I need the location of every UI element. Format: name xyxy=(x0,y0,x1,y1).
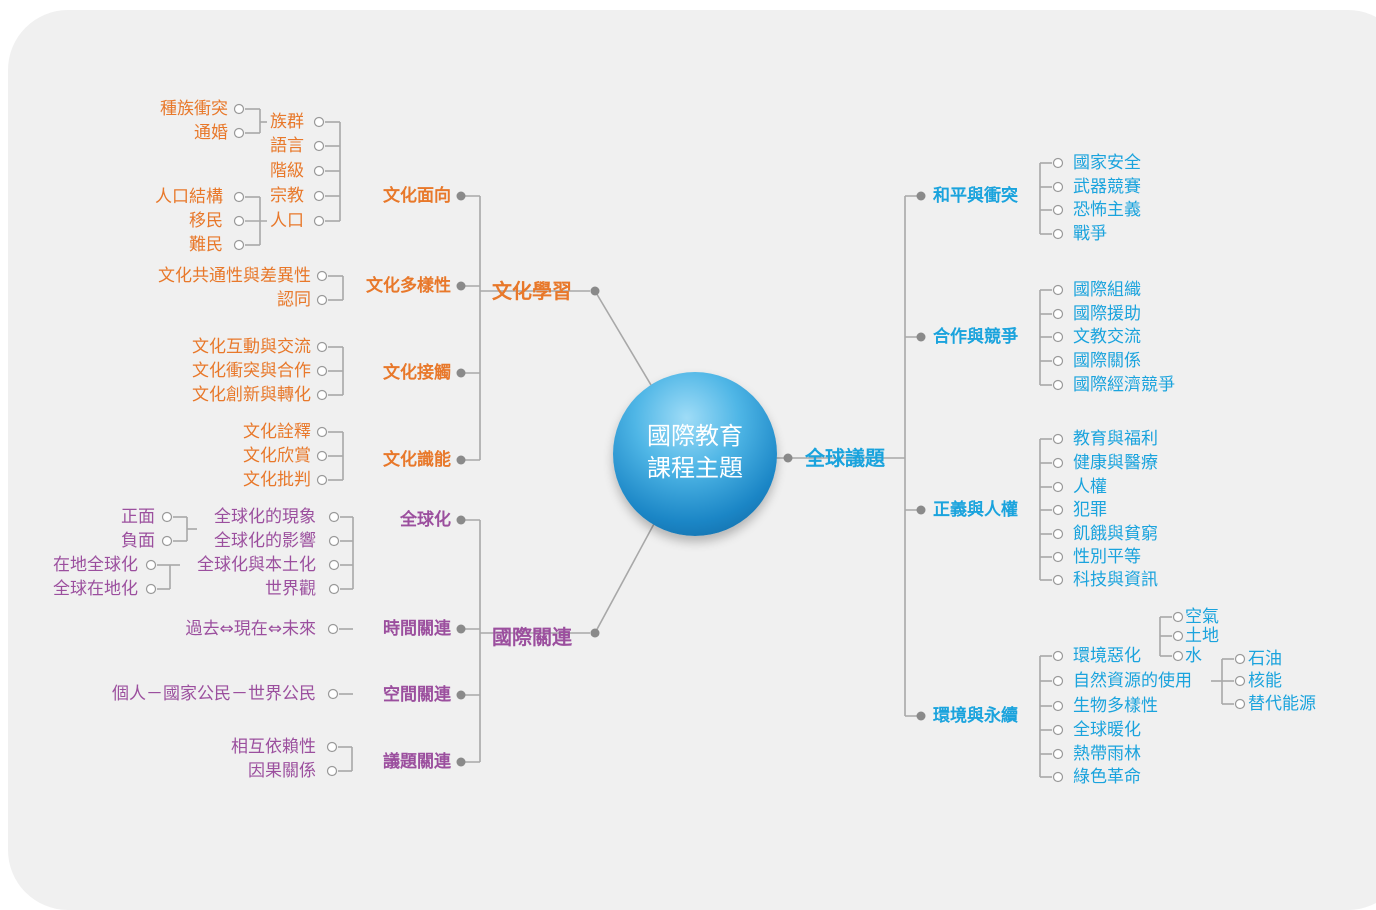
leaf-health-medicine: 健康與醫療 xyxy=(1073,453,1158,473)
leaf-causality: 因果關係 xyxy=(248,761,316,781)
center-circle xyxy=(613,372,777,536)
leaf-land: 土地 xyxy=(1185,626,1219,646)
node-culture-aspects: 文化面向 xyxy=(383,186,451,206)
leaf-alternative-energy: 替代能源 xyxy=(1248,694,1316,714)
leaf-arms-race: 武器競賽 xyxy=(1073,177,1141,197)
leaf-globalization-phenomena: 全球化的現象 xyxy=(214,507,316,527)
node-cultural-diversity: 文化多樣性 xyxy=(366,276,451,296)
leaf-interdependence: 相互依賴性 xyxy=(231,737,316,757)
leaf-identity: 認同 xyxy=(277,290,311,310)
node-peace-conflict: 和平與衝突 xyxy=(933,186,1018,206)
leaf-human-rights: 人權 xyxy=(1073,477,1107,497)
leaf-international-economic-competition: 國際經濟競爭 xyxy=(1073,375,1175,395)
leaf-religion: 宗教 xyxy=(270,186,304,206)
leaf-critique: 文化批判 xyxy=(243,470,311,490)
center-title-line1: 國際教育 xyxy=(647,422,743,450)
node-cooperation-competition: 合作與競爭 xyxy=(933,327,1018,347)
leaf-technology-information: 科技與資訊 xyxy=(1073,570,1158,590)
node-cultural-contact: 文化接觸 xyxy=(383,363,451,383)
connector-lines xyxy=(145,103,1246,783)
node-spatial-links: 空間關連 xyxy=(383,685,451,705)
leaf-innovation-transformation: 文化創新與轉化 xyxy=(192,385,311,405)
leaf-green-revolution: 綠色革命 xyxy=(1073,767,1141,787)
leaf-positive: 正面 xyxy=(121,507,155,527)
leaf-globalization-impact: 全球化的影響 xyxy=(214,531,316,551)
branch-culture-learning: 文化學習 xyxy=(492,279,572,303)
leaf-gender-equality: 性別平等 xyxy=(1073,547,1141,567)
node-environment-sustainability: 環境與永續 xyxy=(933,706,1018,726)
leaf-tropical-rainforest: 熱帶雨林 xyxy=(1073,744,1141,764)
leaf-international-relations: 國際關係 xyxy=(1073,351,1141,371)
leaf-glocal-global: 在地全球化 xyxy=(53,555,138,575)
node-justice-human-rights: 正義與人權 xyxy=(933,500,1018,520)
leaf-conflict-cooperation: 文化衝突與合作 xyxy=(192,361,311,381)
leaf-interpretation: 文化詮釋 xyxy=(243,422,311,442)
leaf-negative: 負面 xyxy=(121,531,155,551)
center-title-line2: 課程主題 xyxy=(647,454,743,482)
leaf-nuclear: 核能 xyxy=(1248,671,1282,691)
leaf-population-structure: 人口結構 xyxy=(155,187,223,207)
leaf-international-aid: 國際援助 xyxy=(1073,304,1141,324)
leaf-ethnic-group: 族群 xyxy=(270,112,304,132)
leaf-war: 戰爭 xyxy=(1073,224,1107,244)
leaf-globalization-localization: 全球化與本土化 xyxy=(197,555,316,575)
leaf-refugee: 難民 xyxy=(189,235,223,255)
leaf-terrorism: 恐怖主義 xyxy=(1073,200,1141,220)
node-issue-links: 議題關連 xyxy=(383,752,451,772)
leaf-language: 語言 xyxy=(270,136,304,156)
leaf-air: 空氣 xyxy=(1185,607,1219,627)
node-globalization: 全球化 xyxy=(400,510,451,530)
leaf-intermarriage: 通婚 xyxy=(194,123,228,143)
leaf-national-security: 國家安全 xyxy=(1073,153,1141,173)
leaf-racial-conflict: 種族衝突 xyxy=(160,99,228,119)
node-temporal-links: 時間關連 xyxy=(383,619,451,639)
leaf-individual-national-world: 個人－國家公民－世界公民 xyxy=(112,684,316,704)
leaf-interaction-exchange: 文化互動與交流 xyxy=(192,337,311,357)
leaf-migration: 移民 xyxy=(189,211,223,231)
leaf-biodiversity: 生物多樣性 xyxy=(1073,696,1158,716)
leaf-education-welfare: 教育與福利 xyxy=(1073,429,1158,449)
branch-global-issues: 全球議題 xyxy=(805,446,885,470)
center-title: 國際教育 課程主題 xyxy=(613,420,777,484)
leaf-water: 水 xyxy=(1185,646,1202,666)
leaf-worldview: 世界觀 xyxy=(265,579,316,599)
leaf-cultural-educational-exchange: 文教交流 xyxy=(1073,327,1141,347)
leaf-crime: 犯罪 xyxy=(1073,500,1107,520)
branch-international-links: 國際關連 xyxy=(492,625,572,649)
leaf-past-present-future: 過去⇔現在⇔未來 xyxy=(185,619,317,639)
node-cultural-literacy: 文化識能 xyxy=(383,450,451,470)
leaf-natural-resource-use: 自然資源的使用 xyxy=(1073,671,1192,691)
leaf-environmental-degradation: 環境惡化 xyxy=(1073,646,1141,666)
leaf-hunger-poverty: 飢餓與貧窮 xyxy=(1073,524,1158,544)
leaf-commonality-difference: 文化共通性與差異性 xyxy=(158,266,311,286)
leaf-glocal-local: 全球在地化 xyxy=(53,579,138,599)
leaf-population: 人口 xyxy=(270,211,304,231)
leaf-class: 階級 xyxy=(270,161,304,181)
leaf-oil: 石油 xyxy=(1248,649,1282,669)
leaf-international-organizations: 國際組織 xyxy=(1073,280,1141,300)
leaf-appreciation: 文化欣賞 xyxy=(243,446,311,466)
leaf-global-warming: 全球暖化 xyxy=(1073,720,1141,740)
